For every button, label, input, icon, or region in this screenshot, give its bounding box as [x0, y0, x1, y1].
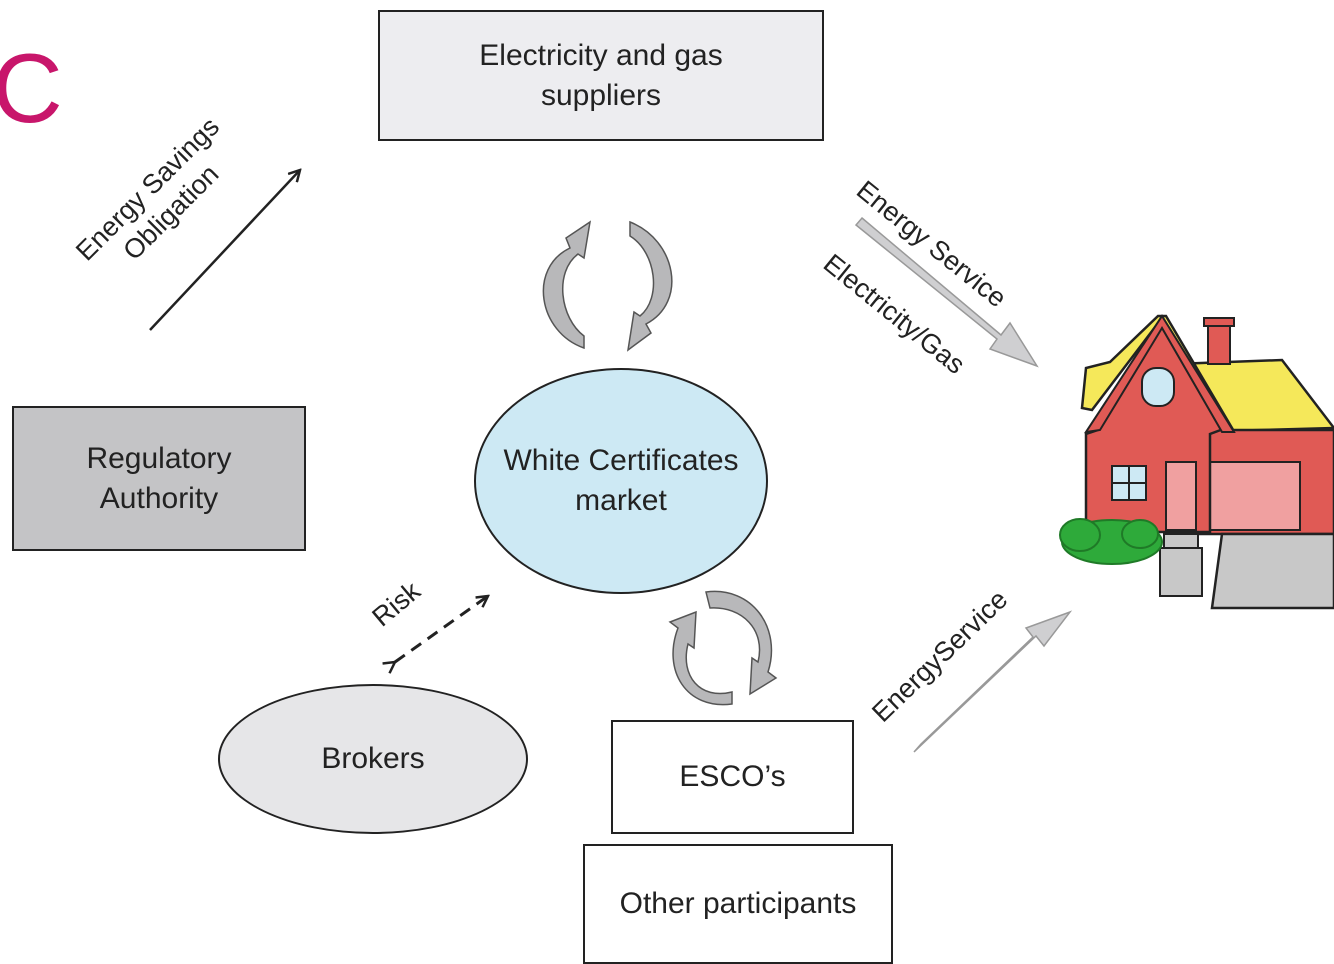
garage-door: [1207, 461, 1301, 531]
escos-box: ESCO’s: [611, 720, 854, 834]
suppliers-box: Electricity and gas suppliers: [378, 10, 824, 141]
cycle-arrows-bottom: [668, 590, 778, 706]
attic-window: [1141, 367, 1175, 407]
regulatory-authority-label: Regulatory Authority: [86, 441, 232, 515]
regulatory-authority-box: Regulatory Authority: [12, 406, 306, 551]
other-participants-label: Other participants: [619, 887, 857, 920]
market-label: White Certificates market: [503, 444, 739, 517]
driveway: [1210, 532, 1334, 610]
obligation-arrow: [149, 170, 300, 331]
white-certificates-market: White Certificates market: [474, 368, 768, 594]
house-wall: [1084, 319, 1228, 534]
esco-service-block-arrow: [913, 610, 1073, 753]
cycle-arrows-top: [542, 220, 673, 352]
brokers-label: Brokers: [321, 742, 425, 775]
other-participants-box: Other participants: [583, 844, 893, 964]
suppliers-label: Electricity and gas suppliers: [479, 38, 723, 112]
energy-service-block-arrow: [854, 216, 1039, 368]
escos-label: ESCO’s: [679, 760, 786, 793]
brokers-ellipse: Brokers: [218, 684, 528, 834]
panel-letter: C: [0, 33, 63, 143]
front-steps: [1159, 547, 1203, 597]
house-illustration: [1059, 314, 1334, 610]
chimney: [1207, 321, 1231, 365]
front-door: [1165, 461, 1197, 531]
